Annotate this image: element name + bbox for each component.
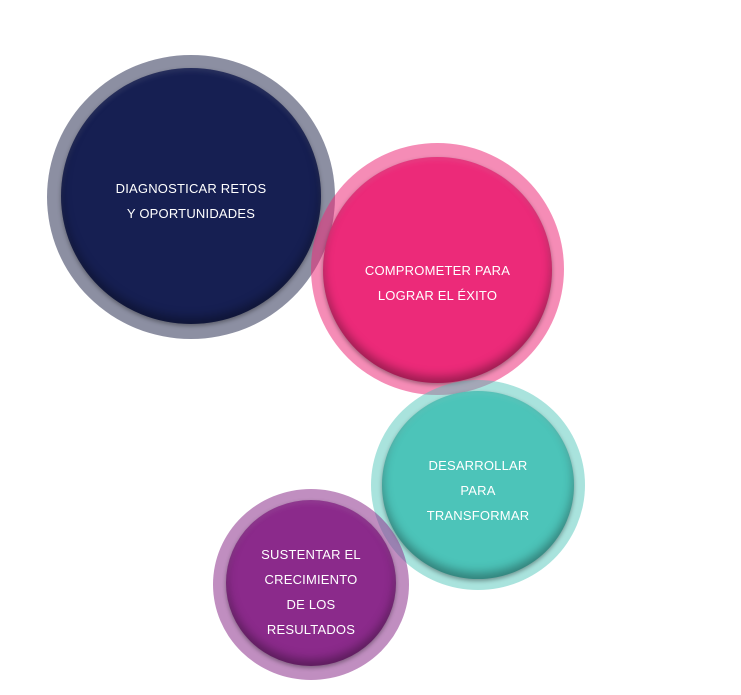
bubble-core: SUSTENTAR EL CRECIMIENTO DE LOS RESULTAD… xyxy=(226,500,396,666)
bubble-desarrollar: DESARROLLAR PARA TRANSFORMAR xyxy=(371,380,585,590)
bubble-comprometer: COMPROMETER PARA LOGRAR EL ÉXITO xyxy=(311,143,564,395)
bubble-sustentar: SUSTENTAR EL CRECIMIENTO DE LOS RESULTAD… xyxy=(213,489,409,680)
bubble-label: COMPROMETER PARA LOGRAR EL ÉXITO xyxy=(364,263,511,303)
bubble-label: DESARROLLAR PARA TRANSFORMAR xyxy=(426,458,530,523)
bubble-core: DESARROLLAR PARA TRANSFORMAR xyxy=(382,391,574,579)
bubble-label: SUSTENTAR EL CRECIMIENTO DE LOS RESULTAD… xyxy=(261,547,361,637)
bubble-core: DIAGNOSTICAR RETOS Y OPORTUNIDADES xyxy=(61,68,321,324)
bubble-label: DIAGNOSTICAR RETOS Y OPORTUNIDADES xyxy=(115,181,267,221)
bubble-diagnosticar: DIAGNOSTICAR RETOS Y OPORTUNIDADES xyxy=(47,55,335,339)
bubble-core: COMPROMETER PARA LOGRAR EL ÉXITO xyxy=(323,157,552,383)
